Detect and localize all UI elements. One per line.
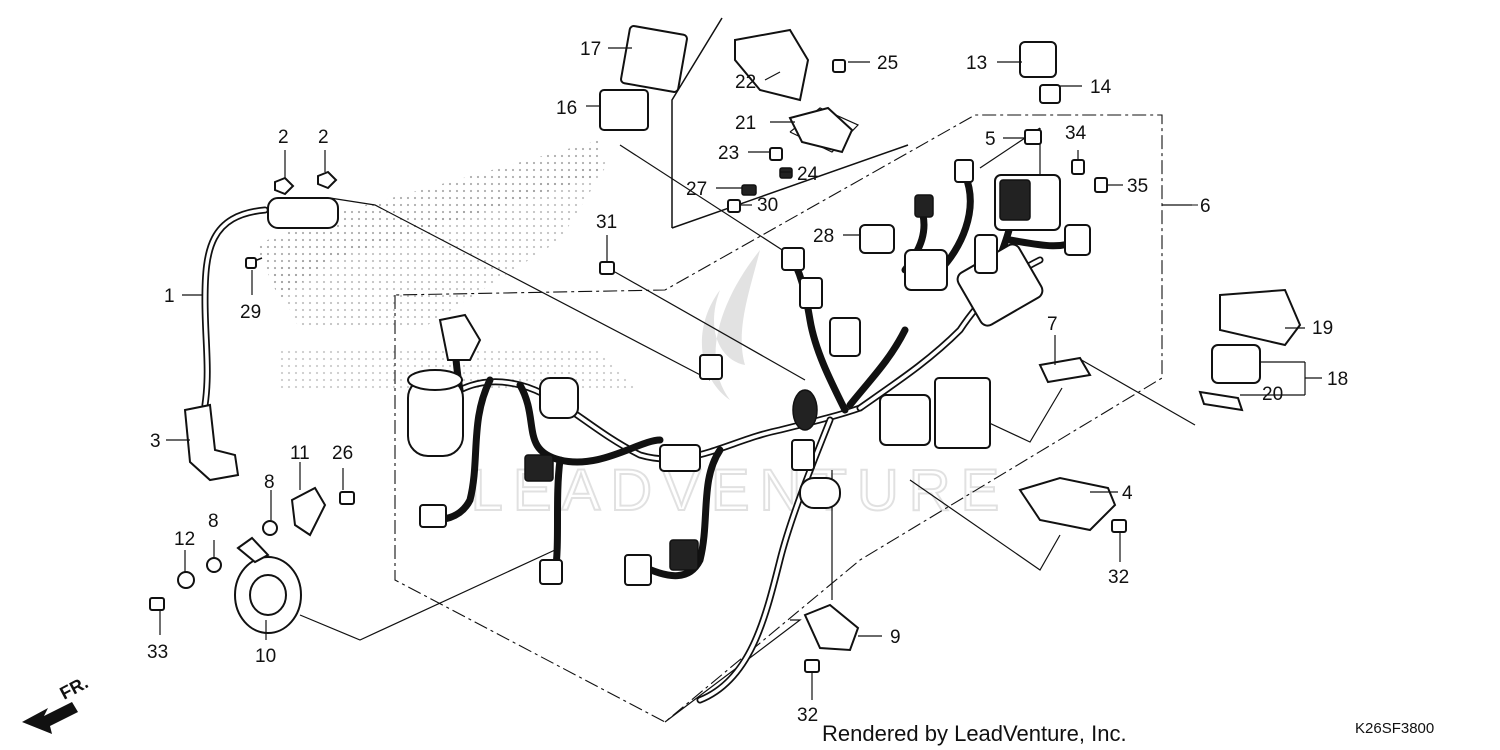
callout-35: 35 (1127, 176, 1148, 197)
callout-24: 24 (797, 164, 819, 185)
callout-30: 30 (757, 195, 778, 216)
callout-4: 4 (1122, 483, 1133, 504)
callout-29: 29 (240, 302, 261, 323)
callout-11: 11 (290, 443, 310, 464)
callout-12: 12 (174, 529, 195, 550)
render-credit: Rendered by LeadVenture, Inc. (822, 721, 1127, 746)
callout-10: 10 (255, 646, 276, 667)
callout-1: 1 (164, 286, 175, 307)
loose-parts (22, 25, 1302, 734)
callout-6: 6 (1200, 196, 1211, 217)
callout-2a: 2 (278, 127, 289, 148)
callout-20: 20 (1262, 384, 1283, 405)
callout-25: 25 (877, 53, 898, 74)
callout-23: 23 (718, 143, 739, 164)
callout-8a: 8 (264, 472, 275, 493)
front-direction-label: FR. (56, 672, 91, 703)
callout-21: 21 (735, 113, 756, 134)
callout-33: 33 (147, 642, 168, 663)
callout-9: 9 (890, 627, 901, 648)
callout-14: 14 (1090, 77, 1112, 98)
callout-3: 3 (150, 431, 161, 452)
callout-16: 16 (556, 98, 577, 119)
callout-22: 22 (735, 72, 756, 93)
callout-32a: 32 (1108, 567, 1129, 588)
callout-7: 7 (1047, 314, 1058, 335)
callout-8b: 8 (208, 511, 219, 532)
callout-leaders (159, 47, 1322, 700)
front-direction-arrow (22, 702, 78, 734)
callout-2b: 2 (318, 127, 329, 148)
callout-31: 31 (596, 212, 617, 233)
callout-17: 17 (580, 39, 601, 60)
callout-18: 18 (1327, 369, 1348, 390)
callout-19: 19 (1312, 318, 1333, 339)
callout-26: 26 (332, 443, 353, 464)
callout-34: 34 (1065, 123, 1087, 144)
callout-labels: 1 2 2 3 4 5 6 7 8 8 9 10 11 12 13 14 16 … (147, 39, 1348, 726)
callout-5: 5 (985, 129, 996, 150)
callout-28: 28 (813, 226, 834, 247)
diagram-code: K26SF3800 (1355, 720, 1434, 737)
harness-components (407, 159, 1091, 586)
callout-32b: 32 (797, 705, 818, 726)
callout-13: 13 (966, 53, 987, 74)
callout-27: 27 (686, 179, 707, 200)
